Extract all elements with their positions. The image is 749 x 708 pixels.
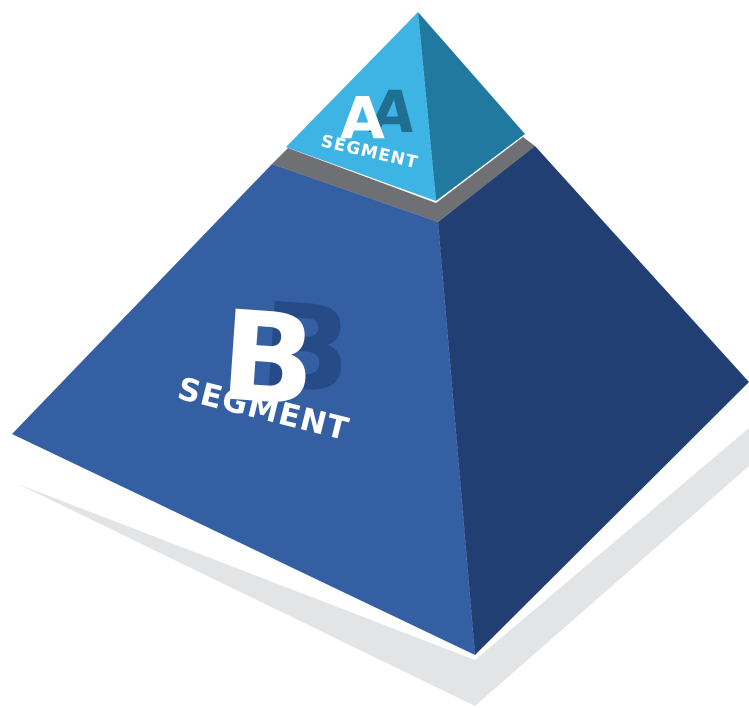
ground-shadow — [18, 428, 749, 706]
segment-b-letter: B — [216, 284, 320, 434]
segment-b-side-face — [438, 146, 749, 655]
segment-b-letter-shadow: B — [256, 276, 355, 420]
segment-b-front-face — [12, 164, 475, 655]
segment-ledge — [272, 137, 535, 222]
segment-a-front-face — [286, 12, 436, 201]
segment-a-letter-shadow: A — [367, 78, 419, 146]
segment-a-letter: A — [340, 84, 385, 152]
segment-a-side-face — [418, 12, 525, 201]
